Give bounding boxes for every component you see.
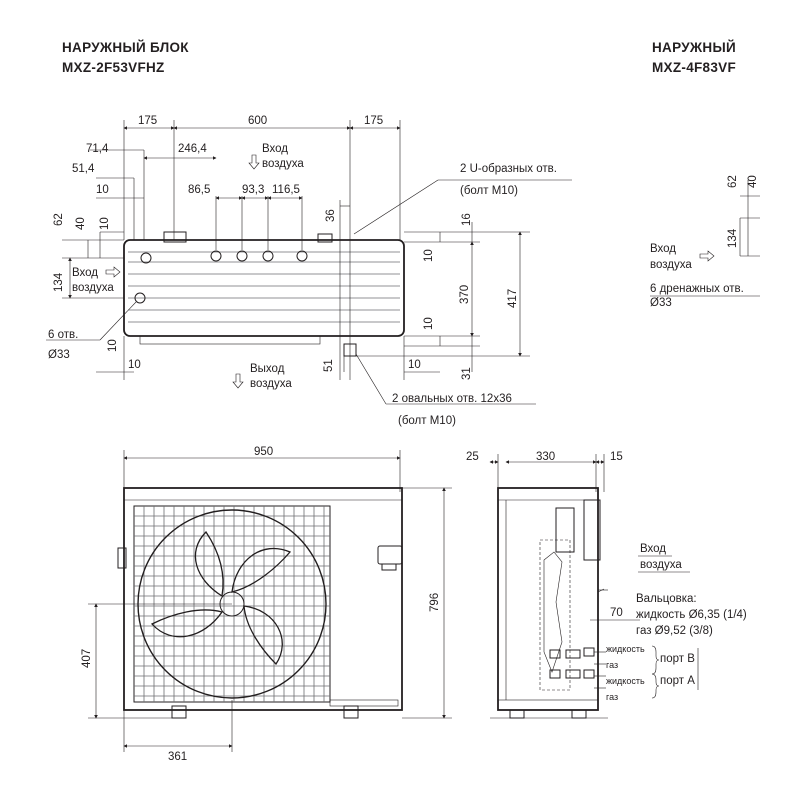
dim-71-4: 71,4 [86, 143, 109, 155]
dim-116-5: 116,5 [272, 184, 300, 196]
dim-51-4: 51,4 [72, 163, 95, 175]
unit-body-front [123, 487, 403, 711]
dim-51: 51 [323, 359, 335, 372]
dim-950: 950 [254, 446, 273, 458]
dim-10-right: 10 [408, 359, 421, 371]
dim-10-a: 10 [96, 184, 109, 196]
dim-62: 62 [53, 213, 65, 226]
holes-6-line2: Ø33 [48, 349, 70, 361]
unit-body-side [497, 487, 599, 711]
dim-16: 16 [461, 213, 473, 226]
partial-dim-134: 134 [727, 228, 739, 248]
dim-10-c: 10 [423, 249, 435, 262]
fan-blades [150, 530, 292, 666]
partial-air-in-line1: Вход [650, 243, 676, 255]
base-rail [139, 335, 321, 345]
dim-70: 70 [610, 607, 623, 619]
u-hole-bracket [317, 233, 333, 243]
dim-15: 15 [610, 451, 623, 463]
drain-holes [134, 250, 308, 304]
holes-6-line1: 6 отв. [48, 329, 78, 341]
air-in-arrow-top [248, 154, 260, 170]
right-header: НАРУЖНЫЙ MXZ-4F83VF [652, 38, 762, 78]
foot-left [171, 705, 187, 719]
foot-right [343, 705, 359, 719]
air-in-left-line2: воздуха [72, 282, 114, 294]
fin-lines [128, 251, 400, 323]
u-holes-line1: 2 U-образных отв. [460, 163, 557, 175]
partial-drain-line2: Ø33 [650, 297, 672, 309]
unit-heading: НАРУЖНЫЙ БЛОК [62, 40, 189, 55]
second-unit-partial: 62 40 134 Вход воздуха 6 дренажных отв. … [650, 175, 760, 309]
top-view: 175 600 175 71,4 246,4 51,4 10 86,5 93,3… [46, 115, 572, 427]
oval-holes-line1: 2 овальных отв. 12x36 [392, 393, 512, 405]
unit-heading-2: НАРУЖНЫЙ [652, 40, 736, 55]
air-out-line1: Выход [250, 363, 285, 375]
air-in-top-line2: воздуха [262, 158, 304, 170]
dim-10-side: 10 [107, 339, 119, 352]
left-header: НАРУЖНЫЙ БЛОК MXZ-2F53VFHZ [62, 38, 189, 78]
port-a-label: порт A [660, 675, 695, 687]
flare-gas: газ Ø9,52 (3/8) [636, 625, 713, 637]
dim-40: 40 [75, 217, 87, 230]
partial-drain-line1: 6 дренажных отв. [650, 283, 744, 295]
air-in-left-line1: Вход [72, 267, 98, 279]
dim-36: 36 [325, 209, 337, 222]
dim-370: 370 [459, 285, 471, 304]
dim-10-d: 10 [423, 317, 435, 330]
dim-246-4: 246,4 [178, 143, 207, 155]
port-a-gas: газ [606, 692, 618, 702]
model-number: MXZ-2F53VFHZ [62, 60, 165, 75]
dim-175-left: 175 [138, 115, 157, 127]
handle-right [377, 545, 403, 565]
partial-dim-62: 62 [727, 175, 739, 188]
partial-air-arrow [699, 250, 715, 262]
dim-25: 25 [466, 451, 479, 463]
port-a-brace [651, 673, 660, 699]
side-air-in-line1: Вход [640, 543, 666, 555]
side-air-in-line2: воздуха [640, 559, 682, 571]
top-bracket [163, 231, 187, 243]
u-holes-line2: (болт М10) [460, 185, 518, 197]
dim-134: 134 [53, 272, 65, 292]
dim-796: 796 [429, 593, 441, 612]
dim-600: 600 [248, 115, 267, 127]
port-a-liquid: жидкость [606, 676, 645, 686]
dim-407: 407 [81, 649, 93, 668]
dim-31: 31 [461, 367, 473, 380]
service-ports [549, 647, 595, 679]
partial-air-in-line2: воздуха [650, 259, 692, 271]
handle-left [117, 547, 127, 569]
u-hole-leader [353, 179, 439, 235]
side-view: 25 330 15 70 Вход воздуха [466, 451, 747, 719]
flare-liquid: жидкость Ø6,35 (1/4) [636, 609, 747, 621]
oval-hole-leader [355, 353, 387, 405]
air-out-arrow [232, 373, 244, 389]
six-holes-leader [99, 301, 137, 341]
port-b-liquid: жидкость [606, 644, 645, 654]
handle-side [555, 507, 575, 553]
dim-361: 361 [168, 751, 187, 763]
dim-417: 417 [507, 289, 519, 308]
dim-86-5: 86,5 [188, 184, 210, 196]
port-b-gas: газ [606, 660, 618, 670]
dim-175-right: 175 [364, 115, 383, 127]
model-number-2: MXZ-4F83VF [652, 60, 737, 75]
air-in-arrow-left [105, 266, 121, 278]
dim-93-3: 93,3 [242, 184, 264, 196]
oval-holes-line2: (болт М10) [398, 415, 456, 427]
partial-dim-40: 40 [747, 175, 759, 188]
dim-10-e: 10 [128, 359, 141, 371]
dim-10-b: 10 [99, 217, 111, 230]
air-out-line2: воздуха [250, 378, 292, 390]
front-view: 950 [81, 446, 452, 763]
valve-cover [539, 539, 571, 691]
port-b-brace [651, 645, 660, 675]
air-in-top-line1: Вход [262, 143, 288, 155]
flare-title: Вальцовка: [636, 593, 697, 605]
port-b-label: порт B [660, 653, 695, 665]
dim-330: 330 [536, 451, 555, 463]
